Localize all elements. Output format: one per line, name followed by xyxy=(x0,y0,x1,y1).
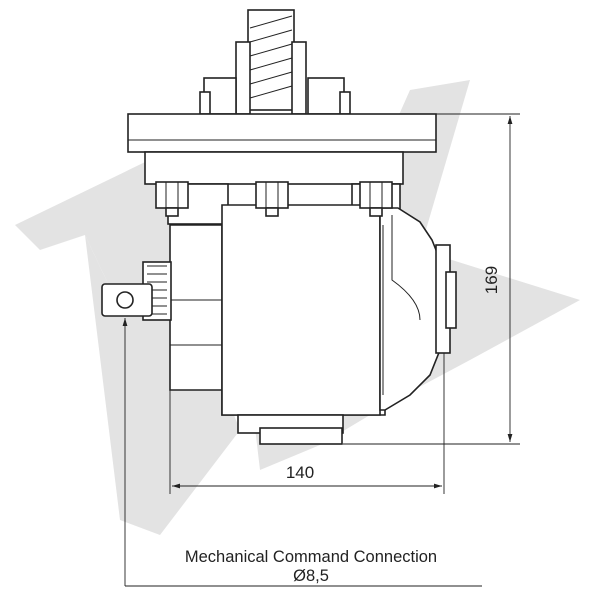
top-clamp-blocks xyxy=(199,77,351,115)
width-dimension-label: 140 xyxy=(286,463,314,482)
caption-title: Mechanical Command Connection xyxy=(185,548,437,566)
hex-nut-left xyxy=(155,181,189,217)
mounting-flange xyxy=(127,113,437,153)
width-dimension: 140 xyxy=(169,353,445,494)
height-dimension: 169 xyxy=(343,113,520,445)
splined-shaft xyxy=(235,9,307,116)
caption-diameter: Ø8,5 xyxy=(293,567,329,585)
command-lever xyxy=(101,261,172,321)
command-connection-leader xyxy=(122,318,482,587)
hex-nuts xyxy=(155,181,393,217)
pump-body xyxy=(169,204,457,445)
hex-nut-center xyxy=(255,181,289,217)
hex-nut-right xyxy=(359,181,393,217)
height-dimension-label: 169 xyxy=(482,266,501,294)
